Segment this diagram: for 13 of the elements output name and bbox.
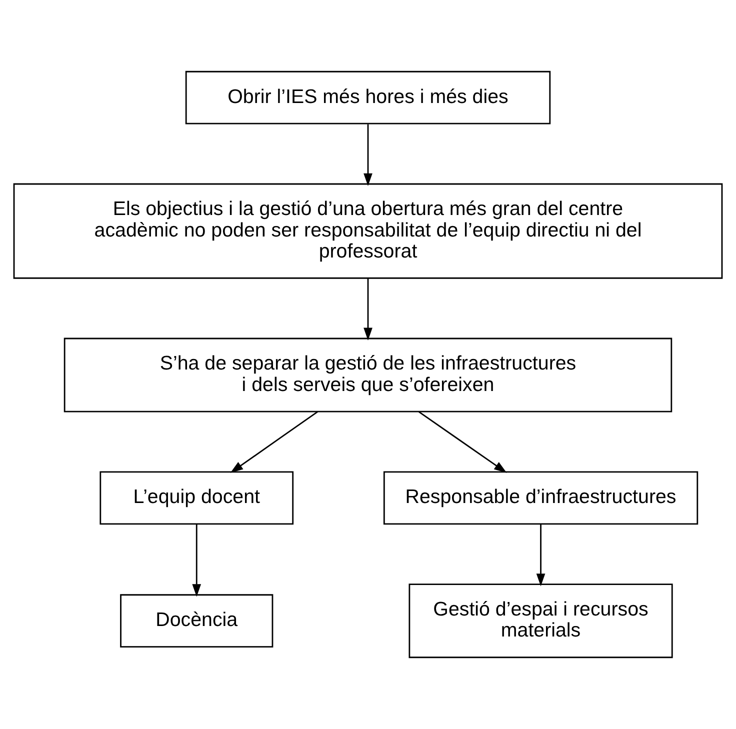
node-box: L’equip docent: [100, 471, 294, 525]
arrow: [536, 524, 546, 586]
arrow: [230, 411, 318, 473]
node-box: Gestió d’espai i recursos materials: [408, 584, 673, 658]
node-box: Responsable d’infraestructures: [383, 471, 698, 525]
arrow: [418, 411, 507, 473]
node-box: S’ha de separar la gestió de les infraestructures i dels serveis que s’ofereixen: [64, 338, 672, 412]
arrow: [364, 278, 372, 340]
arrow: [192, 524, 202, 597]
node-box: Docència: [120, 594, 274, 648]
node-box: Els objectius i la gestió d’una obertura més gran del centre acadèmic no poden ser responsabilitat de l’equip directiu ni del professorat: [13, 183, 723, 279]
node-box: Obrir l’IES més hores i més dies: [185, 70, 551, 124]
arrow: [364, 124, 372, 186]
